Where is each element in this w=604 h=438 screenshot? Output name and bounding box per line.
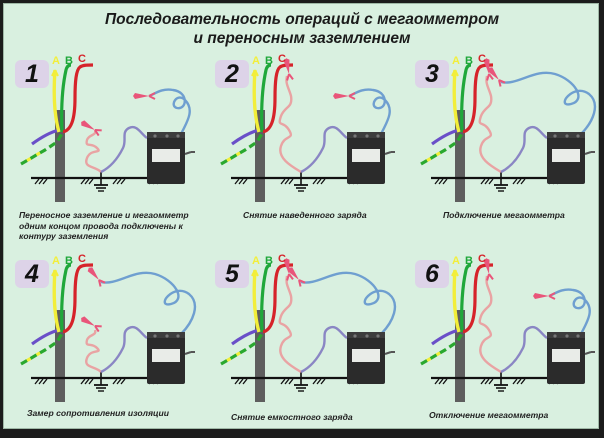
step-caption: Замер сопротивления изоляции bbox=[27, 408, 170, 418]
step-number-badge: 5 bbox=[215, 260, 249, 288]
step-number-badge: 3 bbox=[415, 60, 449, 88]
phase-label-b: B bbox=[465, 255, 473, 267]
step-caption: Снятие наведенного заряда bbox=[243, 210, 367, 220]
step-panel-5: A B C 5 Снятие емкостного заряда bbox=[205, 248, 401, 438]
phase-label-a: A bbox=[452, 55, 460, 67]
step-number-badge: 1 bbox=[15, 60, 49, 88]
phase-label-c: C bbox=[278, 53, 286, 65]
phase-label-a: A bbox=[52, 55, 60, 67]
step-2-illustration bbox=[219, 56, 396, 204]
step-5-illustration bbox=[219, 256, 397, 404]
step-number-badge: 4 bbox=[15, 260, 49, 288]
title-line-1: Последовательность операций с мегаомметр… bbox=[104, 11, 500, 28]
diagram-frame bbox=[3, 3, 599, 429]
step-6-illustration bbox=[419, 256, 596, 404]
phase-label-b: B bbox=[265, 255, 273, 267]
title-line-2: и переносным заземлением bbox=[193, 30, 411, 47]
step-caption: Переносное заземление и мегаомметр одним… bbox=[19, 210, 189, 241]
phase-label-b: B bbox=[265, 55, 273, 67]
step-panel-6: A B C 6 Отключение мегаомметра bbox=[405, 248, 601, 438]
diagram-title: Последовательность операций с мегаомметр… bbox=[0, 10, 604, 48]
phase-label-a: A bbox=[52, 255, 60, 267]
phase-label-a: A bbox=[252, 55, 260, 67]
step-panel-4: A B C 4 Замер сопротивления изоляции bbox=[5, 248, 201, 438]
phase-label-c: C bbox=[78, 253, 86, 265]
phase-label-c: C bbox=[478, 53, 486, 65]
phase-label-b: B bbox=[65, 255, 73, 267]
phase-label-a: A bbox=[452, 255, 460, 267]
step-number-badge: 2 bbox=[215, 60, 249, 88]
step-3-illustration bbox=[419, 56, 597, 204]
phase-label-c: C bbox=[78, 53, 86, 65]
step-1-illustration bbox=[19, 63, 196, 204]
step-4-illustration bbox=[19, 263, 197, 404]
step-caption: Подключение мегаомметра bbox=[443, 210, 565, 220]
step-panel-3: A B C 3 Подключение мегаомметра bbox=[405, 48, 601, 238]
step-number-badge: 6 bbox=[415, 260, 449, 288]
phase-label-b: B bbox=[65, 55, 73, 67]
phase-label-c: C bbox=[478, 253, 486, 265]
step-caption: Снятие емкостного заряда bbox=[231, 412, 353, 422]
step-panel-2: A B C 2 Снятие наведенного заряда bbox=[205, 48, 401, 238]
step-panel-1: A B C 1 Переносное заземление и мегаомме… bbox=[5, 48, 201, 241]
phase-label-b: B bbox=[465, 55, 473, 67]
phase-label-c: C bbox=[278, 253, 286, 265]
step-caption: Отключение мегаомметра bbox=[429, 410, 549, 420]
phase-label-a: A bbox=[252, 255, 260, 267]
